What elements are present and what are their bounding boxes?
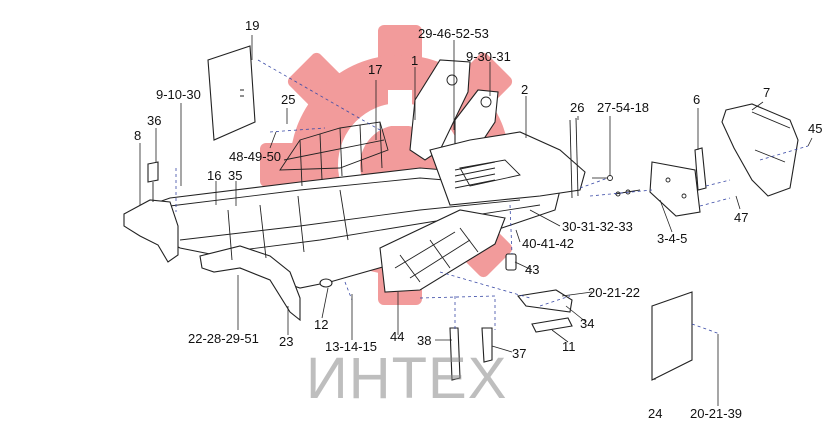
watermark-text: ИНТЕХ [306,346,507,411]
fender-part [199,245,301,322]
bracket-plate-part [649,161,701,217]
label-9-30-31-top: 9-30-31 [466,49,511,64]
hitch-bar-part [516,289,573,313]
label-36: 36 [147,113,161,128]
label-3-4-5: 3-4-5 [657,231,687,246]
label-25: 25 [281,92,295,107]
tank-cover-part [721,103,799,197]
label-11: 11 [562,339,576,354]
hood-part [429,131,586,206]
label-26: 26 [570,100,584,115]
label-45: 45 [808,121,822,136]
label-24: 24 [648,406,662,421]
label-40-41-42: 40-41-42 [522,236,574,251]
label-1: 1 [411,53,418,68]
frame-drawing [123,45,799,381]
label-23: 23 [279,334,293,349]
rear-panel-part [651,291,693,381]
label-20-21-39: 20-21-39 [690,406,742,421]
label-47: 47 [734,210,748,225]
label-13-14-15: 13-14-15 [325,339,377,354]
label-34: 34 [580,316,594,331]
cargo-rack-part [279,121,389,187]
small-bracket-part [694,147,707,191]
front-bumper-part [123,199,179,263]
label-20-21-22: 20-21-22 [588,285,640,300]
label-6: 6 [693,92,700,107]
label-27-54-18: 27-54-18 [597,100,649,115]
pedal-right-part [481,327,493,363]
bolt-part [607,175,613,181]
rod-part [569,119,573,199]
label-17: 17 [368,62,382,77]
label-29-46-52-53: 29-46-52-53 [418,26,489,41]
leader-lines [139,35,813,406]
assembly-lines [175,59,809,335]
lever-part [319,278,333,288]
label-38: 38 [417,333,431,348]
label-30-31-32-33: 30-31-32-33 [562,219,633,234]
floor-panel-part [379,209,506,293]
label-19: 19 [245,18,259,33]
label-35: 35 [228,168,242,183]
label-9-10-30: 9-10-30 [156,87,201,102]
label-48-49-50: 48-49-50 [229,149,281,164]
label-2: 2 [521,82,528,97]
label-44: 44 [390,329,404,344]
label-7: 7 [763,85,770,100]
label-16: 16 [207,168,221,183]
side-panel-part [207,45,256,141]
label-8: 8 [134,128,141,143]
label-43: 43 [525,262,539,277]
label-37: 37 [512,346,526,361]
hood-grille-part [454,161,496,189]
label-22-28-29-51: 22-28-29-51 [188,331,259,346]
label-12: 12 [314,317,328,332]
link-part [531,317,573,333]
callout-labels: 19 29-46-52-53 9-30-31 1 17 2 9-10-30 25… [134,18,822,421]
spring-part [505,253,517,271]
mirror-part [147,161,159,183]
